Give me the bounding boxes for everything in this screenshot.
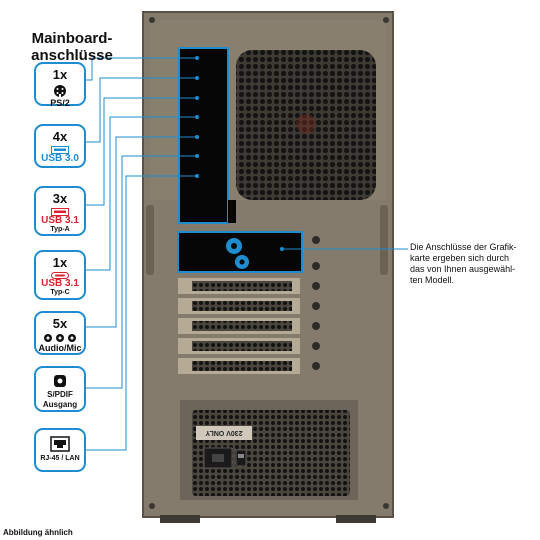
io-shield: [178, 47, 229, 224]
badge-count: 3x: [52, 191, 68, 206]
badge-count: 4x: [52, 129, 68, 144]
ps2-icon: [54, 85, 66, 97]
badge-label: USB 3.1: [41, 278, 79, 289]
badge-count: 1x: [52, 255, 68, 270]
badge-label: Audio/Mic: [38, 343, 82, 353]
usb-a-red-icon: [51, 208, 69, 216]
badge-spdif: S/PDIF Ausgang: [34, 366, 86, 412]
usb-c-icon: [51, 272, 69, 279]
spdif-icon: [54, 375, 66, 387]
badge-label: RJ-45 / LAN: [40, 455, 80, 462]
badge-label: PS/2: [50, 98, 70, 108]
badge-count: 5x: [52, 316, 68, 331]
psu-voltage-label: 230V ONLY: [205, 429, 243, 436]
badge-count: 1x: [52, 67, 68, 82]
audio-jack-icon: [44, 334, 76, 342]
badge-usb30: 4x USB 3.0: [34, 124, 86, 168]
badge-label: USB 3.0: [41, 153, 79, 164]
badge-ps2: 1x PS/2: [34, 62, 86, 108]
graphics-card-slot: [177, 231, 303, 273]
usb-a-icon: [51, 146, 69, 154]
ethernet-icon: [50, 436, 70, 452]
badge-sub: Typ-A: [50, 226, 70, 233]
graphics-card-note: Die Anschlüsse der Grafik- karte ergeben…: [410, 242, 517, 285]
footer-note: Abbildung ähnlich: [3, 528, 73, 537]
connectors-heading: Mainboard- anschlüsse: [31, 30, 113, 64]
badge-usb31-typa: 3x USB 3.1 Typ-A: [34, 186, 86, 236]
badge-usb31-typc: 1x USB 3.1 Typ-C: [34, 250, 86, 300]
badge-lan: RJ-45 / LAN: [34, 428, 86, 472]
pci-slot-covers: [178, 278, 300, 374]
badge-label: USB 3.1: [41, 215, 79, 226]
badge-audio: 5x Audio/Mic: [34, 311, 86, 355]
badge-sub: Typ-C: [50, 289, 70, 296]
badge-label: S/PDIF Ausgang: [42, 390, 78, 409]
